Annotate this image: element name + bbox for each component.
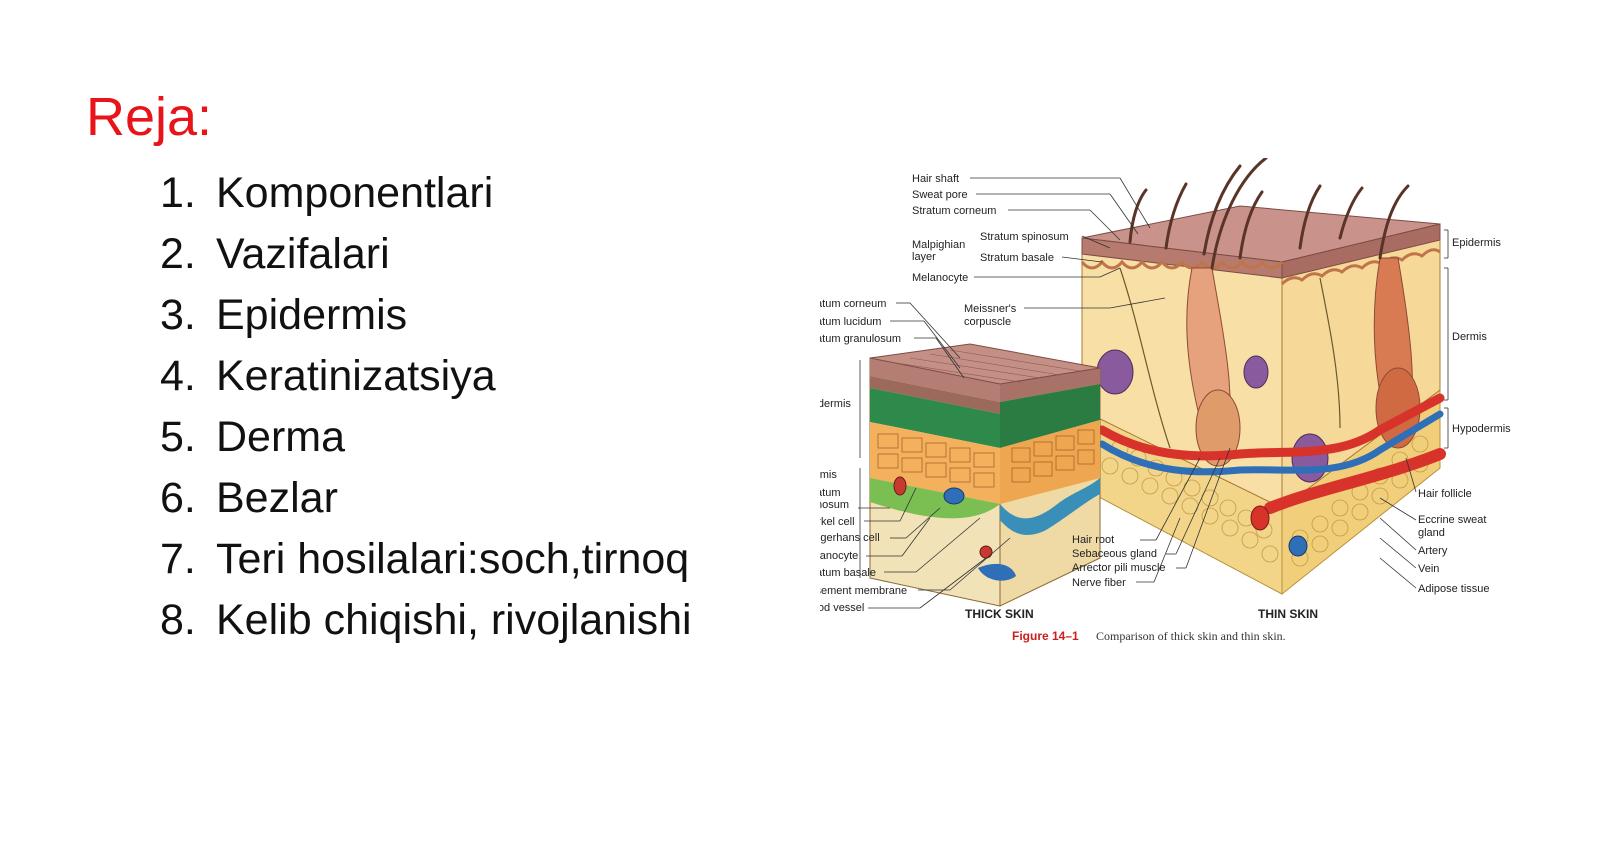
label-vein: Vein	[1418, 563, 1439, 575]
label-eccrine-1: Eccrine sweat	[1418, 514, 1486, 526]
item-number: 6.	[160, 474, 196, 522]
item-text: Bezlar	[216, 474, 338, 522]
label-epidermis-right: Epidermis	[1452, 237, 1501, 249]
label-stratum-corneum: Stratum corneum	[820, 298, 886, 310]
item-text: Keratinizatsiya	[216, 352, 496, 400]
label-malpighian-1: Malpighian	[912, 239, 965, 251]
item-number: 7.	[160, 535, 196, 583]
diagram-labels: Hair shaft Sweat pore Stratum corneum Ma…	[820, 173, 1511, 643]
label-stratum-basale-top: Stratum basale	[980, 252, 1054, 264]
label-melanocyte: Melanocyte	[820, 550, 858, 562]
label-melanocyte-top: Melanocyte	[912, 272, 968, 284]
item-number: 8.	[160, 596, 196, 644]
thick-skin-block	[869, 343, 1101, 607]
figure-caption-text: Comparison of thick skin and thin skin.	[1096, 629, 1286, 643]
label-hypodermis: Hypodermis	[1452, 423, 1511, 435]
item-text: Kelib chiqishi, rivojlanishi	[216, 596, 692, 644]
label-hair-shaft: Hair shaft	[912, 173, 959, 185]
list-item: 5. Derma	[160, 407, 692, 468]
label-basement-membrane: Basement membrane	[820, 585, 907, 597]
label-dermis-right: Dermis	[1452, 331, 1487, 343]
label-stratum-basale: Stratum basale	[820, 567, 876, 579]
leader-lines	[858, 177, 1449, 609]
item-text: Teri hosilalari:soch,tirnoq	[216, 535, 690, 583]
item-number: 3.	[160, 291, 196, 339]
list-item: 3. Epidermis	[160, 285, 692, 346]
item-number: 1.	[160, 169, 196, 217]
list-item: 6. Bezlar	[160, 468, 692, 529]
label-epidermis-left: Epidermis	[820, 398, 851, 410]
label-stratum-spinosum-1: Stratum	[820, 487, 841, 499]
label-stratum-lucidum: Stratum lucidum	[820, 316, 881, 328]
label-eccrine-2: gland	[1418, 527, 1445, 539]
thin-skin-block	[1080, 158, 1446, 596]
label-hair-follicle: Hair follicle	[1418, 488, 1472, 500]
slide-title: Reja:	[86, 87, 213, 147]
item-text: Epidermis	[216, 291, 408, 339]
label-nerve-fiber: Nerve fiber	[1072, 577, 1126, 589]
label-dermis-left: Dermis	[820, 469, 837, 481]
label-stratum-spinosum-top: Stratum spinosum	[980, 231, 1069, 243]
item-number: 2.	[160, 230, 196, 278]
label-merkel-cell: Merkel cell	[820, 516, 855, 528]
label-meissner-2: corpuscle	[964, 316, 1011, 328]
label-langerhans-cell: Langerhans cell	[820, 532, 880, 544]
list-item: 2. Vazifalari	[160, 224, 692, 285]
item-text: Vazifalari	[216, 230, 390, 278]
item-number: 4.	[160, 352, 196, 400]
label-stratum-corneum-top: Stratum corneum	[912, 205, 996, 217]
plan-list: 1. Komponentlari 2. Vazifalari 3. Epidermis…	[160, 163, 692, 651]
label-hair-root: Hair root	[1072, 534, 1114, 546]
label-adipose: Adipose tissue	[1418, 583, 1490, 595]
list-item: 7. Teri hosilalari:soch,tirnoq	[160, 529, 692, 590]
item-number: 5.	[160, 413, 196, 461]
label-meissner-1: Meissner's	[964, 303, 1017, 315]
skin-diagram: Hair shaft Sweat pore Stratum corneum Ma…	[820, 158, 1511, 643]
label-stratum-spinosum-2: spinosum	[820, 499, 849, 511]
list-item: 4. Keratinizatsiya	[160, 346, 692, 407]
label-stratum-granulosum: Stratum granulosum	[820, 333, 901, 345]
label-arrector-pili: Arrector pili muscle	[1072, 562, 1166, 574]
hair-shafts	[1128, 158, 1410, 270]
label-sebaceous-gland: Sebaceous gland	[1072, 548, 1157, 560]
label-sweat-pore: Sweat pore	[912, 189, 968, 201]
item-text: Derma	[216, 413, 346, 461]
label-blood-vessel: Blood vessel	[820, 602, 864, 614]
figure-caption-label: Figure 14–1	[1012, 629, 1079, 643]
item-text: Komponentlari	[216, 169, 494, 217]
label-artery: Artery	[1418, 545, 1448, 557]
skin-diagram-figure: Hair shaft Sweat pore Stratum corneum Ma…	[820, 158, 1560, 670]
list-item: 1. Komponentlari	[160, 163, 692, 224]
blood-vessels	[1097, 393, 1446, 557]
label-thin-skin: THIN SKIN	[1258, 607, 1318, 621]
label-thick-skin: THICK SKIN	[965, 607, 1034, 621]
label-malpighian-2: layer	[912, 251, 936, 263]
list-item: 8. Kelib chiqishi, rivojlanishi	[160, 590, 692, 651]
